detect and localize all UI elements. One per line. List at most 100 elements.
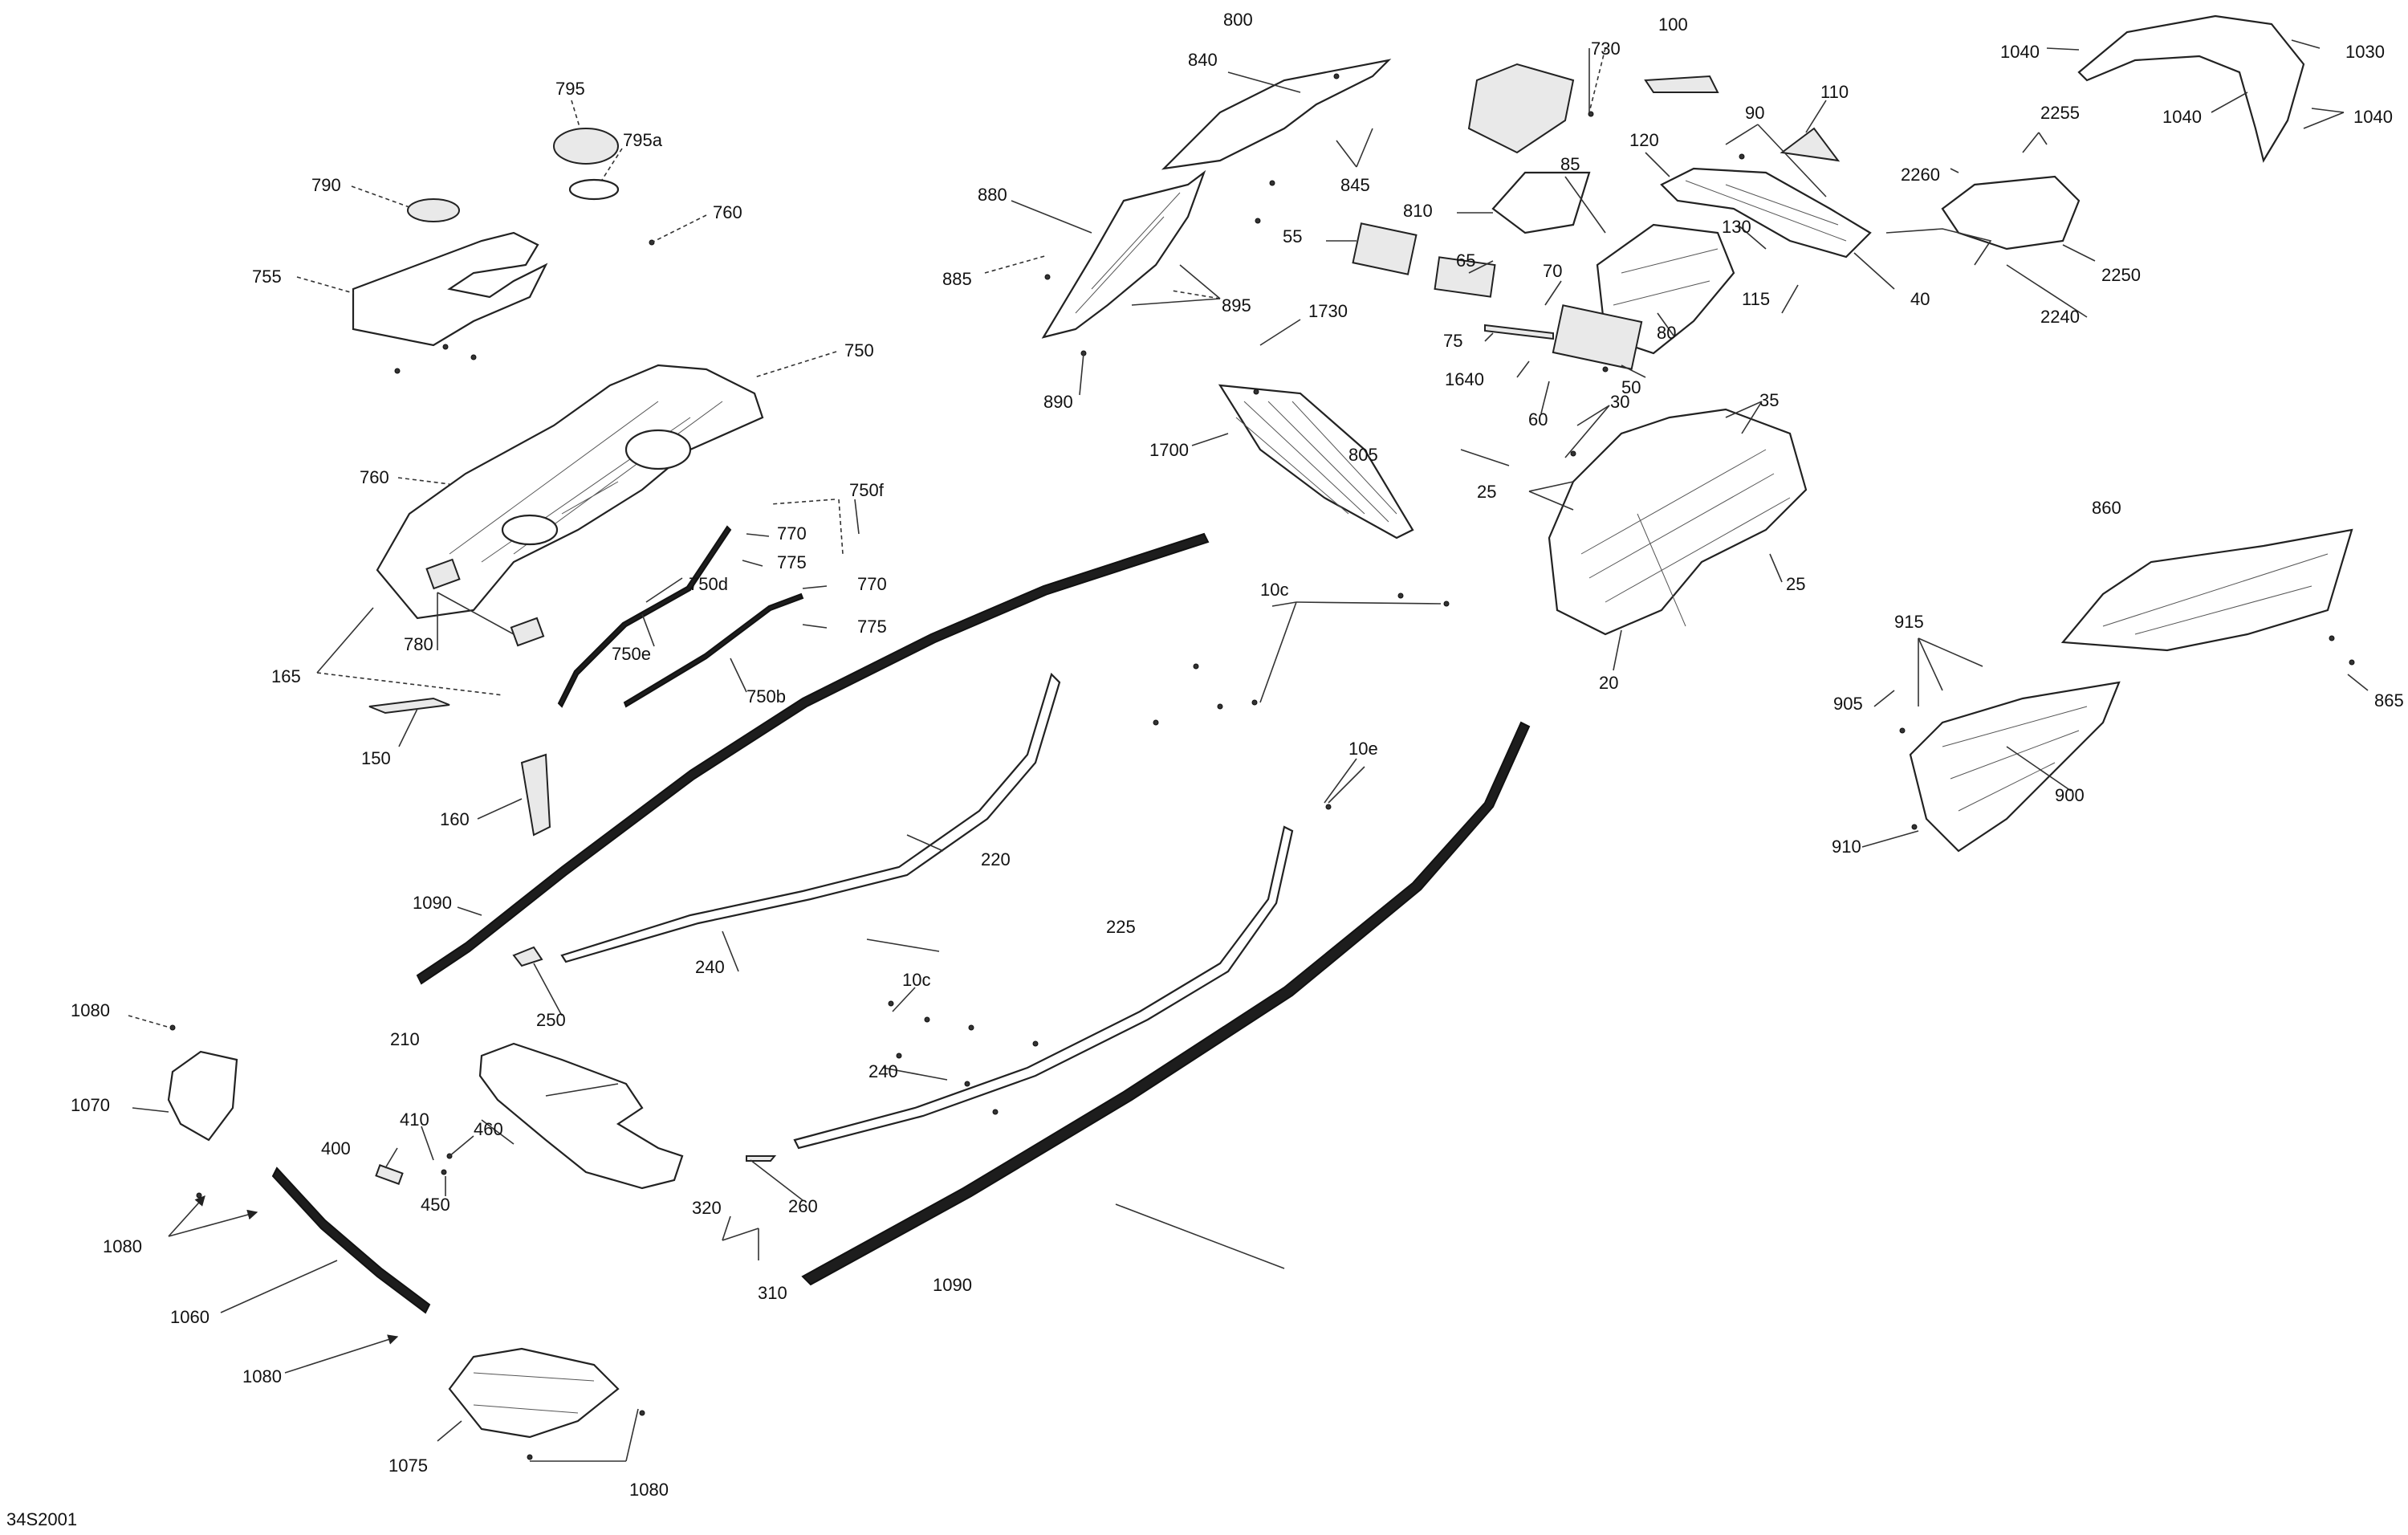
cowl-120-part — [1660, 167, 1872, 259]
deck-panel-hatch — [449, 401, 723, 563]
callout-labels: 795795a790760755750760750f77077577077575… — [71, 10, 2404, 1500]
callout-120: 120 — [1629, 130, 1659, 150]
callout-805: 805 — [1348, 445, 1378, 465]
cover-1075-hatch — [473, 1372, 595, 1414]
callout-450: 450 — [421, 1195, 450, 1215]
callout-775: 775 — [777, 552, 807, 572]
panel-900-part — [1909, 681, 2121, 853]
seal-strip-750b2-part — [623, 592, 804, 708]
display-50-part — [1552, 304, 1643, 370]
callout-795a: 795a — [623, 130, 663, 150]
cover-1075-part — [448, 1347, 620, 1439]
callout-20: 20 — [1599, 673, 1618, 693]
panel-900-hatch — [1942, 706, 2088, 812]
callout-800: 800 — [1223, 10, 1253, 30]
callout-1640: 1640 — [1445, 369, 1484, 389]
callout-865: 865 — [2374, 690, 2404, 710]
strip-75-part — [1484, 324, 1554, 340]
light-2250-part — [1941, 175, 2081, 250]
callout-400: 400 — [321, 1138, 351, 1158]
callout-795: 795 — [555, 79, 585, 99]
callout-810: 810 — [1403, 201, 1433, 221]
callout-885: 885 — [942, 269, 972, 289]
callout-770: 770 — [857, 574, 887, 594]
callout-1040: 1040 — [2162, 107, 2202, 127]
callout-910: 910 — [1832, 837, 1861, 857]
callout-1080: 1080 — [629, 1480, 669, 1500]
part-260 — [746, 1155, 777, 1162]
trim-220-part — [560, 672, 1061, 963]
seal-795a-part — [568, 178, 620, 201]
storage-box-hatch — [1580, 449, 1791, 627]
callout-75: 75 — [1443, 331, 1462, 351]
bracket-160-part — [520, 753, 551, 837]
callout-35: 35 — [1759, 390, 1779, 410]
callout-880: 880 — [978, 185, 1007, 205]
storage-box-20-part — [1548, 408, 1808, 636]
plug-250-part — [512, 946, 543, 967]
leader-lines — [128, 39, 2369, 1462]
reference-code: 34S2001 — [6, 1509, 77, 1529]
callout-115: 115 — [1742, 289, 1770, 309]
panel-860-part — [2060, 528, 2353, 652]
callout-1040: 1040 — [2353, 107, 2393, 127]
callout-750d: 750d — [689, 574, 728, 594]
panel-210-part — [478, 1042, 684, 1190]
callout-25: 25 — [1477, 482, 1496, 502]
seat-pad-part — [352, 231, 548, 347]
cover-1070-part — [167, 1050, 238, 1142]
callout-90: 90 — [1745, 103, 1764, 123]
housing-85-hatch — [1613, 248, 1719, 306]
callout-890: 890 — [1043, 392, 1073, 412]
callout-240: 240 — [868, 1061, 898, 1081]
callout-755: 755 — [252, 267, 282, 287]
callout-70: 70 — [1543, 261, 1562, 281]
callout-790: 790 — [311, 175, 341, 195]
callout-10c: 10c — [1260, 580, 1288, 600]
callout-760: 760 — [360, 467, 389, 487]
callout-130: 130 — [1722, 217, 1751, 237]
deck-panel-port — [624, 429, 692, 470]
panel-880-hatch — [1075, 192, 1181, 314]
vent-1700-hatch — [1235, 401, 1397, 523]
callout-750: 750 — [844, 340, 874, 360]
callout-2240: 2240 — [2040, 307, 2080, 327]
callout-760: 760 — [713, 202, 742, 222]
callout-1040: 1040 — [2000, 42, 2040, 62]
callout-1090: 1090 — [413, 893, 452, 913]
cowl-hatch — [1685, 180, 1847, 242]
clip-150-part — [368, 697, 450, 715]
callout-410: 410 — [400, 1110, 429, 1130]
panel-840-part — [1161, 59, 1392, 170]
callout-110: 110 — [1820, 82, 1849, 102]
panel-880-part — [1041, 169, 1206, 339]
callout-85: 85 — [1560, 154, 1580, 174]
callout-225: 225 — [1106, 917, 1136, 937]
callout-25: 25 — [1786, 574, 1805, 594]
callout-1080: 1080 — [71, 1000, 110, 1020]
callout-1700: 1700 — [1149, 440, 1189, 460]
callout-2255: 2255 — [2040, 103, 2080, 123]
callout-770: 770 — [777, 523, 807, 544]
callout-50: 50 — [1621, 377, 1641, 397]
callout-460: 460 — [474, 1119, 503, 1139]
callout-150: 150 — [361, 748, 391, 768]
callout-2260: 2260 — [1901, 165, 1940, 185]
rub-rail-1090-lower-part — [801, 721, 1531, 1286]
gasket-810-part — [1491, 171, 1591, 234]
callout-750f: 750f — [849, 480, 885, 500]
callout-1070: 1070 — [71, 1095, 110, 1115]
callout-1080: 1080 — [103, 1236, 142, 1256]
cap-110-part — [1780, 127, 1841, 162]
switch-55-part — [1352, 222, 1418, 275]
hose-2240-part — [1885, 228, 1992, 266]
bracket-780-part — [425, 558, 461, 590]
cap-790-part — [407, 198, 460, 222]
callout-845: 845 — [1340, 175, 1370, 195]
callout-10e: 10e — [1348, 739, 1378, 759]
callout-780: 780 — [404, 634, 433, 654]
callout-30: 30 — [1610, 392, 1629, 412]
deck-panel-port-2 — [501, 514, 559, 546]
cover-1030-part — [2077, 14, 2305, 163]
